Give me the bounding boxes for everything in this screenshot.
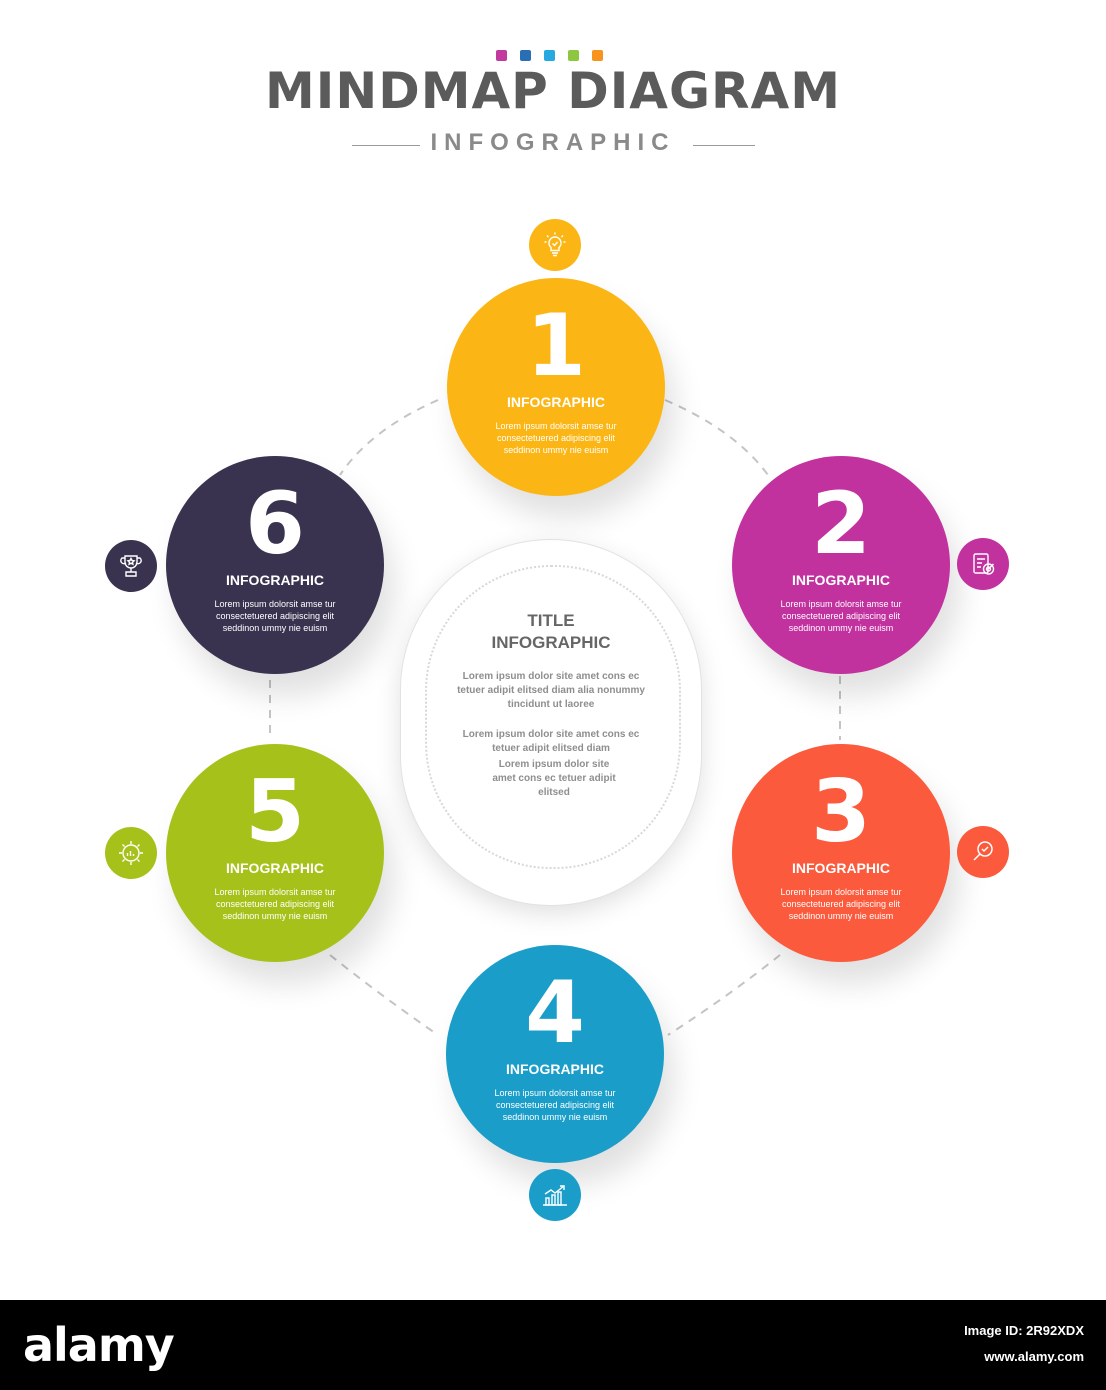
node-label: INFOGRAPHIC — [507, 394, 605, 410]
subtitle-line-left — [352, 145, 420, 146]
node-description: Lorem ipsum dolorsit amse tur consectetu… — [494, 1088, 616, 1122]
center-title-line1: TITLE — [527, 611, 575, 630]
gear-chart-icon — [105, 827, 157, 879]
color-dots — [496, 50, 603, 61]
node-3: 3 INFOGRAPHIC Lorem ipsum dolorsit amse … — [732, 744, 950, 962]
center-card — [401, 540, 701, 905]
color-dot — [496, 50, 507, 61]
trophy-icon — [105, 540, 157, 592]
node-2: 2 INFOGRAPHIC Lorem ipsum dolorsit amse … — [732, 456, 950, 674]
growth-chart-icon — [529, 1169, 581, 1221]
connector-3-4 — [667, 954, 781, 1036]
node-description: Lorem ipsum dolorsit amse tur consectetu… — [214, 599, 336, 633]
center-paragraph-3: Lorem ipsum dolor site amet cons ec tetu… — [492, 759, 616, 798]
color-dot — [568, 50, 579, 61]
center-paragraph-1: Lorem ipsum dolor site amet cons ec tetu… — [457, 671, 645, 710]
node-label: INFOGRAPHIC — [226, 860, 324, 876]
color-dot — [520, 50, 531, 61]
site-url: www.alamy.com — [984, 1349, 1084, 1364]
node-description: Lorem ipsum dolorsit amse tur consectetu… — [780, 887, 902, 921]
node-label: INFOGRAPHIC — [226, 572, 324, 588]
connector-5-4 — [329, 954, 439, 1036]
node-label: INFOGRAPHIC — [792, 860, 890, 876]
lightbulb-icon — [529, 219, 581, 271]
node-number: 2 — [811, 474, 871, 574]
node-1: 1 INFOGRAPHIC Lorem ipsum dolorsit amse … — [447, 278, 665, 496]
node-number: 5 — [245, 762, 305, 862]
connector-1-6 — [339, 399, 439, 476]
color-dot — [592, 50, 603, 61]
node-label: INFOGRAPHIC — [506, 1061, 604, 1077]
color-dot — [544, 50, 555, 61]
magnifier-check-icon — [957, 826, 1009, 878]
node-6: 6 INFOGRAPHIC Lorem ipsum dolorsit amse … — [166, 456, 384, 674]
brand-logo: alamy — [23, 1318, 175, 1372]
center-paragraph-2: Lorem ipsum dolor site amet cons ec tetu… — [462, 729, 640, 754]
checklist-target-icon — [957, 538, 1009, 590]
node-5: 5 INFOGRAPHIC Lorem ipsum dolorsit amse … — [166, 744, 384, 962]
connector-1-2 — [664, 399, 769, 476]
center-title-line2: INFOGRAPHIC — [491, 633, 611, 652]
image-id: Image ID: 2R92XDX — [964, 1323, 1084, 1338]
node-description: Lorem ipsum dolorsit amse tur consectetu… — [495, 421, 617, 455]
node-4: 4 INFOGRAPHIC Lorem ipsum dolorsit amse … — [446, 945, 664, 1163]
node-description: Lorem ipsum dolorsit amse tur consectetu… — [780, 599, 902, 633]
node-description: Lorem ipsum dolorsit amse tur consectetu… — [214, 887, 336, 921]
node-number: 1 — [526, 296, 586, 396]
page-subtitle: INFOGRAPHIC — [430, 129, 676, 156]
page-title: MINDMAP DIAGRAM — [264, 62, 841, 120]
footer-bar — [0, 1300, 1106, 1390]
connector-lines — [269, 399, 841, 1036]
node-number: 6 — [245, 474, 305, 574]
center-card-dotted-ring — [425, 565, 681, 869]
node-number: 4 — [525, 963, 585, 1063]
subtitle-line-right — [693, 145, 755, 146]
node-number: 3 — [811, 762, 871, 862]
center-title: TITLE INFOGRAPHIC — [401, 610, 701, 654]
node-label: INFOGRAPHIC — [792, 572, 890, 588]
